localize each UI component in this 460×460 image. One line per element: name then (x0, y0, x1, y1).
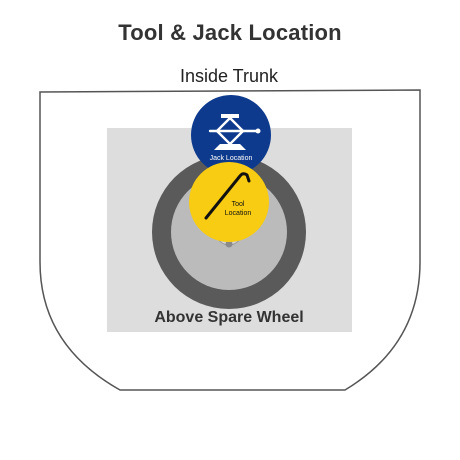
page-title: Tool & Jack Location (118, 20, 342, 45)
trunk-label: Inside Trunk (180, 66, 279, 86)
spare-area-label: Above Spare Wheel (154, 309, 303, 326)
lug-wrench-icon (204, 172, 251, 220)
tool-badge-label-line1: Tool (232, 201, 245, 208)
jack-badge-circle (191, 95, 271, 175)
tool-badge-label-line2: Location (225, 210, 252, 217)
jack-location-badge: Jack Location (191, 95, 271, 175)
wheel-center-bolt (225, 240, 233, 248)
scissor-jack-icon (208, 114, 261, 150)
jack-badge-label: Jack Location (210, 155, 253, 162)
tool-badge-circle (189, 162, 269, 242)
tool-location-badge: Tool Location (189, 162, 269, 242)
